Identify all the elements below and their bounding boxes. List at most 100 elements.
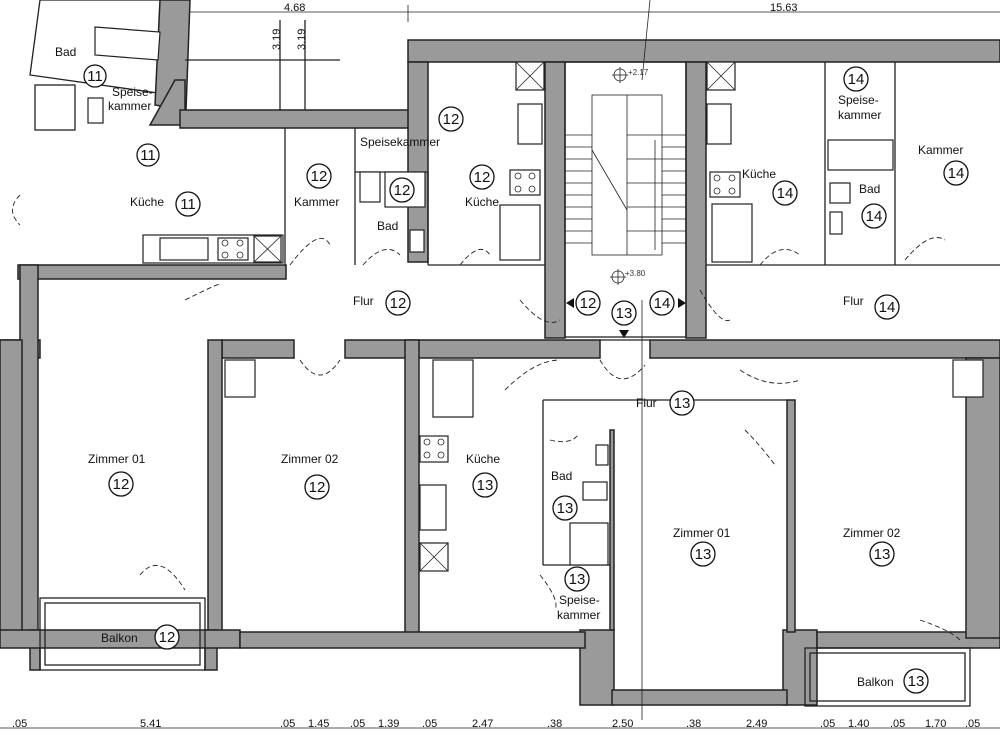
room-zimmer-01-12: Zimmer 01 12 [88, 452, 146, 497]
stair-unit-left: 12 [580, 295, 597, 312]
fixtures [34, 61, 984, 572]
room-label: Zimmer 02 [281, 452, 339, 466]
room-label: Zimmer 01 [673, 526, 731, 540]
bottom-dim-13: 1.40 [848, 718, 869, 730]
room-bad-11: Bad 11 [55, 45, 107, 88]
unit-number: 13 [874, 546, 891, 563]
unit-number: 13 [557, 500, 574, 517]
level-lower: +3.80 [625, 269, 646, 278]
unit-number: 13 [477, 477, 494, 494]
room-kueche-12: 12 Küche [465, 164, 499, 209]
room-bad-13: Bad 13 [551, 469, 578, 521]
bottom-dim-14: .05 [890, 718, 905, 730]
unit-number: 12 [309, 479, 326, 496]
unit-number: 12 [474, 169, 491, 186]
outer-walls [0, 39, 1000, 706]
room-label: Bad [55, 45, 76, 59]
bottom-dim-12: .05 [820, 718, 835, 730]
bottom-dimension: .05 5.41 .05 1.45 .05 1.39 .05 2.47 .38 … [0, 718, 1000, 730]
bottom-dim-2: .05 [280, 718, 295, 730]
unit-number: 12 [113, 476, 130, 493]
unit-number: 12 [394, 182, 411, 199]
room-label: Flur [636, 396, 657, 410]
unit-number: 13 [695, 546, 712, 563]
bottom-dim-5: 1.39 [378, 718, 399, 730]
room-label-2: kammer [838, 108, 881, 122]
room-label-1: Speise- [838, 93, 879, 107]
bottom-dim-9: 2.50 [612, 718, 633, 730]
unit-number: 14 [948, 165, 965, 182]
bottom-dim-11: 2.49 [746, 718, 767, 730]
unit-number: 11 [140, 147, 156, 164]
unit-number: 12 [390, 295, 407, 312]
room-kueche-11: Küche 11 [130, 191, 201, 217]
staircase: +2.17 +3.80 [564, 0, 687, 720]
room-balkon-12: Balkon 12 [101, 624, 180, 650]
room-zimmer-01-13: Zimmer 01 13 [673, 526, 731, 567]
level-upper: +2.17 [628, 68, 649, 77]
room-label: Zimmer 02 [843, 526, 901, 540]
interior-walls [284, 62, 1000, 566]
room-label: Kammer [918, 143, 963, 157]
room-label-2: kammer [108, 99, 151, 113]
room-label: Bad [377, 219, 398, 233]
dim-3-19-b: 3.19 [296, 29, 308, 50]
room-label: Bad [859, 182, 880, 196]
room-flur-14: Flur 14 [843, 294, 900, 320]
stair-unit-right: 14 [654, 295, 671, 312]
room-speisekammer-12: Speisekammer 12 [360, 106, 464, 149]
room-flur-13: Flur 13 [636, 390, 695, 416]
unit-number: 12 [159, 629, 176, 646]
room-balkon-13: Balkon 13 [857, 668, 929, 694]
bottom-dim-4: .05 [350, 718, 365, 730]
room-label: Küche [466, 452, 500, 466]
room-kammer-14: Kammer 14 [918, 143, 969, 186]
stair-unit-center: 13 [616, 305, 633, 322]
room-kueche-14: Küche 14 [742, 167, 798, 206]
room-label: Bad [551, 469, 572, 483]
room-bad-14: Bad 14 [859, 182, 887, 229]
room-label: Balkon [857, 675, 894, 689]
bottom-dim-6: .05 [422, 718, 437, 730]
room-label: Küche [465, 195, 499, 209]
room-zimmer-02-12: Zimmer 02 12 [281, 452, 339, 500]
unit-number: 13 [569, 571, 586, 588]
bottom-dim-0: .05 [12, 718, 27, 730]
bottom-dim-3: 1.45 [308, 718, 329, 730]
balconies [39, 597, 971, 707]
bottom-dim-15: 1.70 [925, 718, 946, 730]
room-bad-12: 12 Bad [377, 177, 415, 233]
top-dimension: 4.68 15.63 3.19 3.19 [170, 2, 1000, 50]
room-kammer-12: 12 Kammer [294, 163, 339, 209]
unit-number: 14 [777, 185, 794, 202]
unit-number: 14 [848, 71, 865, 88]
room-label: Flur [353, 294, 374, 308]
room-flur-12: Flur 12 [353, 290, 411, 316]
unit-number: 11 [87, 68, 103, 85]
unit-number: 12 [443, 111, 460, 128]
dim-15-63: 15.63 [770, 2, 798, 14]
arrow-left-icon [566, 298, 574, 308]
room-label: Speisekammer [360, 135, 440, 149]
room-speisekammer-13: 13 Speise- kammer [557, 566, 600, 622]
doors [12, 194, 961, 641]
room-label-1: Speise- [559, 593, 600, 607]
room-label: Küche [742, 167, 776, 181]
bottom-dim-1: 5.41 [140, 718, 161, 730]
unit-number: 12 [311, 168, 328, 185]
dim-4-68: 4.68 [284, 2, 305, 14]
room-label: Zimmer 01 [88, 452, 146, 466]
dim-3-19-a: 3.19 [271, 29, 283, 50]
unit-number: 13 [908, 673, 925, 690]
unit-number: 11 [180, 196, 196, 213]
room-label-1: Speise- [112, 85, 153, 99]
arrow-down-icon [619, 330, 629, 338]
unit-number: 14 [879, 299, 896, 316]
room-speisekammer-11: Speise- kammer 11 [108, 85, 160, 167]
bottom-dim-8: .38 [547, 718, 562, 730]
angled-wing [29, 0, 340, 126]
unit-number: 14 [866, 208, 883, 225]
stair-unit-markers: 12 13 14 [575, 290, 675, 326]
room-label: Balkon [101, 631, 138, 645]
